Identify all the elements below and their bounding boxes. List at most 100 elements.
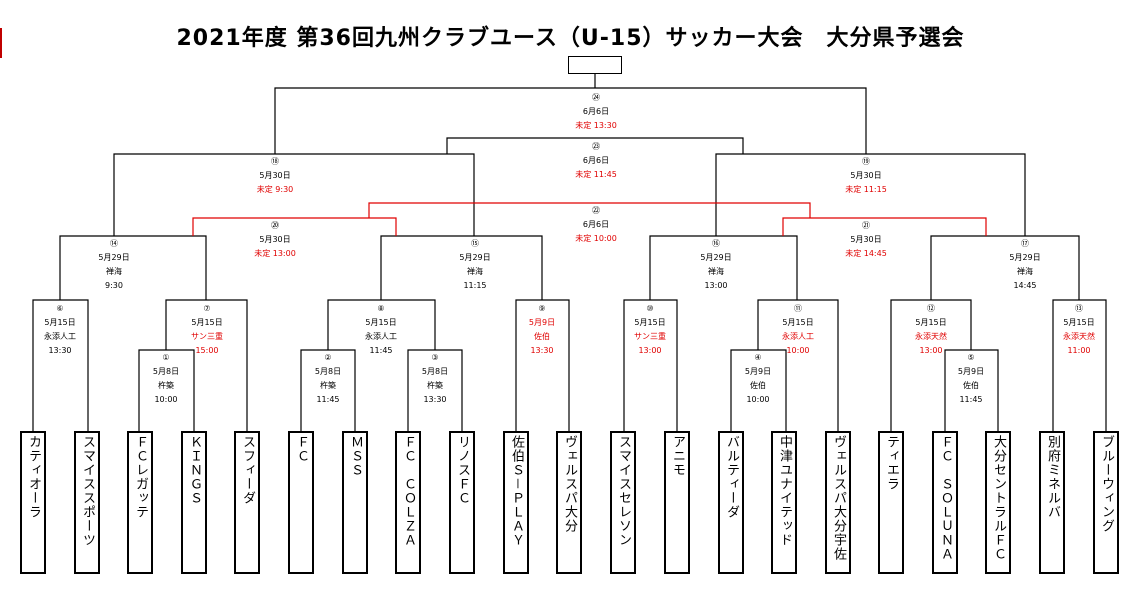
match-slot: 未定 11:15 <box>845 185 887 194</box>
match-time: 10:00 <box>746 395 770 404</box>
match-venue: 永添天然 <box>1063 332 1095 341</box>
match-info-23: ㉓ 6月6日 未定 11:45 <box>575 140 617 182</box>
team-name: スマイススポーツ <box>80 435 95 547</box>
match-time: 13:30 <box>423 395 447 404</box>
line-m15 <box>380 235 543 300</box>
team-name: ＦＣ ＳＯＬＵＮＡ <box>938 435 953 561</box>
team-name: ヴェルスパ大分宇佐 <box>831 435 846 561</box>
match-info-1: ① 5月8日 杵築 10:00 <box>153 351 179 407</box>
match-slot: 未定 11:45 <box>575 170 617 179</box>
team-box: ＦＣ ＳＯＬＵＮＡ <box>932 431 958 574</box>
team-box: ティエラ <box>878 431 904 574</box>
match-number: ⑤ <box>967 353 975 362</box>
team-name: バルティーダ <box>724 435 739 519</box>
match-number: ⑨ <box>538 304 546 313</box>
match-time: 14:45 <box>1013 281 1037 290</box>
team-box: ＫＩＮＧＳ <box>181 431 207 574</box>
line-m14 <box>59 235 207 300</box>
team-box: ヴェルスパ大分宇佐 <box>825 431 851 574</box>
line-m23 <box>446 137 744 154</box>
match-number: ⑳ <box>270 221 279 230</box>
line-m24 <box>274 87 867 154</box>
match-venue: 佐伯 <box>750 381 766 390</box>
match-number: ⑱ <box>270 157 279 166</box>
team-box: 佐伯Ｓ－ＰＬＡＹ <box>503 431 529 574</box>
match-time: 13:00 <box>919 346 943 355</box>
match-info-5: ⑤ 5月9日 佐伯 11:45 <box>958 351 984 407</box>
match-number: ⑩ <box>646 304 654 313</box>
match-info-8: ⑧ 5月15日 永添人工 11:45 <box>365 302 397 358</box>
team-box: スフィーダ <box>234 431 260 574</box>
match-date: 6月6日 <box>582 220 610 229</box>
match-time: 13:00 <box>638 346 662 355</box>
match-info-15: ⑮ 5月29日 禅海 11:15 <box>459 237 490 293</box>
match-time: 11:15 <box>463 281 487 290</box>
line-m18 <box>113 153 475 236</box>
match-venue: 杵築 <box>158 381 174 390</box>
line-m16 <box>649 235 798 300</box>
team-box: ＭＳＳ <box>342 431 368 574</box>
match-number: ① <box>162 353 170 362</box>
match-date: 5月15日 <box>915 318 947 327</box>
match-info-17: ⑰ 5月29日 禅海 14:45 <box>1009 237 1040 293</box>
line-m19 <box>715 153 1026 236</box>
line-m21 <box>782 217 987 236</box>
team-name: ティエラ <box>884 435 899 491</box>
match-time: 10:00 <box>786 346 810 355</box>
team-name: 佐伯Ｓ－ＰＬＡＹ <box>509 435 524 548</box>
match-date: 6月6日 <box>582 156 610 165</box>
team-box: バルティーダ <box>718 431 744 574</box>
team-box: 中津ユナイテッド <box>771 431 797 574</box>
match-date: 5月15日 <box>365 318 397 327</box>
match-venue: サン三重 <box>634 332 666 341</box>
match-time: 11:45 <box>959 395 983 404</box>
match-info-12: ⑫ 5月15日 永添天然 13:00 <box>915 302 947 358</box>
team-box: リノスＦＣ <box>449 431 475 574</box>
match-slot: 未定 13:30 <box>575 121 617 130</box>
match-info-13: ⑬ 5月15日 永添天然 11:00 <box>1063 302 1095 358</box>
match-date: 5月9日 <box>528 318 556 327</box>
champion-box <box>568 56 622 74</box>
match-number: ⑧ <box>377 304 385 313</box>
team-name: ＭＳＳ <box>348 435 363 477</box>
match-date: 5月8日 <box>152 367 180 376</box>
team-box: ヴェルスパ大分 <box>556 431 582 574</box>
match-date: 6月6日 <box>582 107 610 116</box>
match-number: ③ <box>431 353 439 362</box>
match-info-2: ② 5月8日 杵築 11:45 <box>315 351 341 407</box>
team-name: スマイスセレソン <box>616 435 631 547</box>
match-slot: 未定 9:30 <box>256 185 294 194</box>
team-name: 別府ミネルバ <box>1045 435 1060 519</box>
team-name: ＫＩＮＧＳ <box>187 435 202 505</box>
match-number: ㉓ <box>591 142 600 151</box>
match-venue: 佐伯 <box>534 332 550 341</box>
match-info-21: ㉑ 5月30日 未定 14:45 <box>845 219 887 261</box>
team-name: スフィーダ <box>240 435 255 505</box>
match-info-20: ⑳ 5月30日 未定 13:00 <box>254 219 296 261</box>
match-time: 15:00 <box>195 346 219 355</box>
page-title: 2021年度 第36回九州クラブユース（U-15）サッカー大会 大分県予選会 <box>176 26 965 51</box>
match-date: 5月15日 <box>44 318 76 327</box>
team-box: ＦＣレガッテ <box>127 431 153 574</box>
match-info-24: ㉔ 6月6日 未定 13:30 <box>575 91 617 133</box>
match-number: ⑬ <box>1075 304 1083 313</box>
match-venue: 禅海 <box>106 267 122 276</box>
match-time: 11:45 <box>316 395 340 404</box>
match-info-14: ⑭ 5月29日 禅海 9:30 <box>98 237 129 293</box>
match-venue: 杵築 <box>320 381 336 390</box>
team-name: ヴィンクラッソ大分 ＦＣ <box>294 435 309 463</box>
team-name: リノスＦＣ <box>455 435 470 505</box>
match-slot: 未定 13:00 <box>254 249 296 258</box>
match-date: 5月29日 <box>700 253 732 262</box>
team-name: ＦＣレガッテ <box>133 435 148 519</box>
team-box: スマイスセレソン <box>610 431 636 574</box>
edge-mark <box>0 28 2 58</box>
match-venue: 永添人工 <box>44 332 76 341</box>
match-info-11: ⑪ 5月15日 永添人工 10:00 <box>782 302 814 358</box>
match-number: ② <box>324 353 332 362</box>
match-venue: 禅海 <box>1017 267 1033 276</box>
match-venue: 永添天然 <box>915 332 947 341</box>
match-number: ④ <box>754 353 762 362</box>
match-date: 5月15日 <box>191 318 223 327</box>
